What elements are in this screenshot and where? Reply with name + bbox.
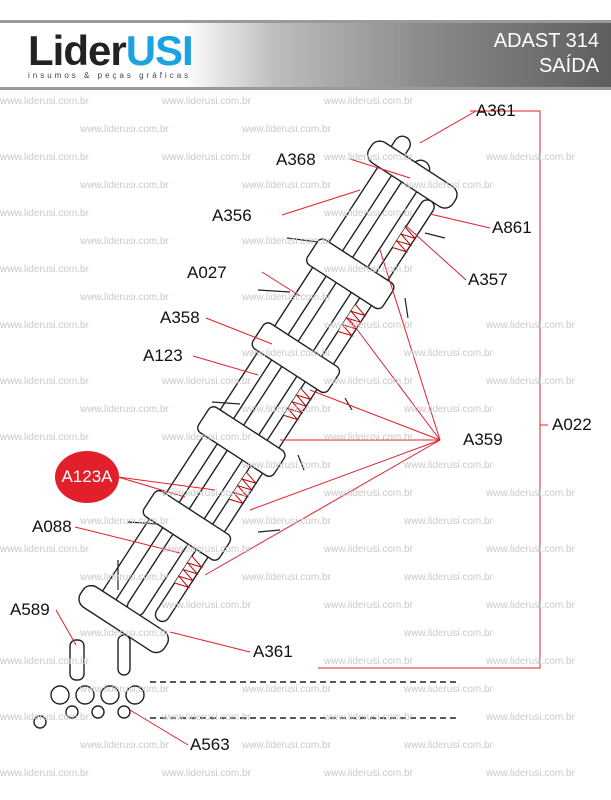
logo: LiderUSI insumos & peças gráficas <box>28 27 194 81</box>
label-a368: A368 <box>276 150 316 169</box>
label-a563: A563 <box>190 735 230 754</box>
post <box>117 634 131 676</box>
chain <box>33 681 460 729</box>
a022-bracket <box>318 110 541 669</box>
loose-pins <box>117 232 446 590</box>
page-title: ADAST 314 SAÍDA <box>494 29 599 79</box>
assembly-drawing <box>33 135 460 729</box>
label-a123: A123 <box>143 346 183 365</box>
end-plate <box>366 140 458 209</box>
label-a361-bottom: A361 <box>253 642 293 661</box>
end-plate <box>78 584 170 654</box>
label-a088: A088 <box>32 517 72 536</box>
post <box>69 639 85 681</box>
bracket <box>305 238 395 310</box>
leader-lines <box>55 110 548 746</box>
label-a589: A589 <box>10 600 50 619</box>
bracket <box>251 322 341 394</box>
label-a358: A358 <box>160 308 200 327</box>
label-a861: A861 <box>492 218 532 237</box>
label-a359: A359 <box>463 430 503 449</box>
shaft-main <box>97 135 411 610</box>
logo-main-text: Lider <box>28 27 127 74</box>
model-title: ADAST 314 <box>493 30 599 52</box>
springs <box>174 227 417 589</box>
label-a357: A357 <box>468 270 508 289</box>
label-a027: A027 <box>187 263 227 282</box>
bracket <box>197 406 286 478</box>
label-a022: A022 <box>552 415 592 434</box>
section-title: SAÍDA <box>538 55 599 77</box>
header-banner: LiderUSI insumos & peças gráficas ADAST … <box>0 20 611 90</box>
label-a356: A356 <box>212 206 252 225</box>
logo-accent-text: USI <box>125 27 194 74</box>
label-a361-top: A361 <box>476 101 516 120</box>
bracket <box>142 489 232 561</box>
logo-tagline: insumos & peças gráficas <box>28 71 192 80</box>
a359-leaders <box>204 249 441 576</box>
label-a123a-badge: A123A <box>55 451 119 503</box>
